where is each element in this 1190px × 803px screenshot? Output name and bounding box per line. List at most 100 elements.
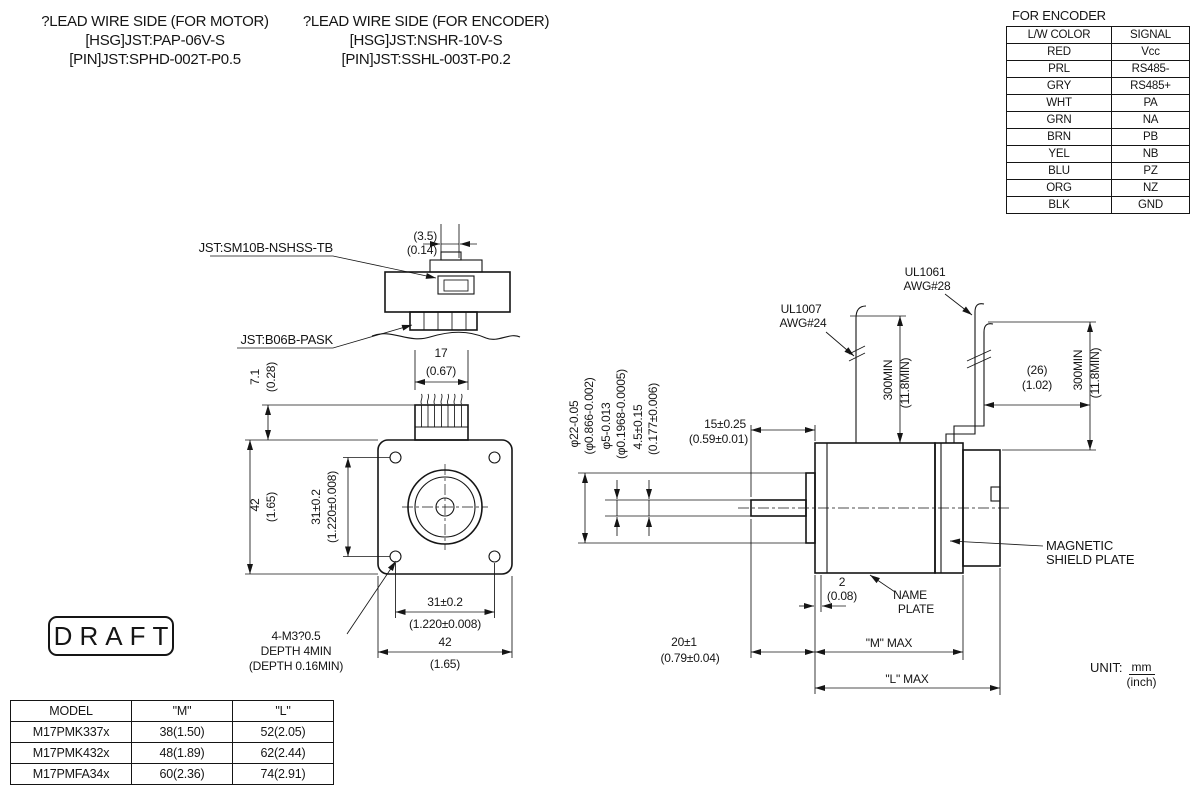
dim-15-mm-label: 15±0.25 (704, 417, 746, 431)
wire-color-cell: BRN (1006, 128, 1112, 146)
model-cell: M17PMK432x (10, 742, 132, 764)
model-cell: M17PMFA34x (10, 763, 132, 785)
wire-color-cell: PRL (1006, 60, 1112, 78)
unit-note: UNIT: mm (inch) (1090, 660, 1157, 689)
encoder-header-row: L/W COLOR SIGNAL (1006, 26, 1190, 44)
mounting-hole (488, 550, 501, 563)
dim-20-mm-label: 20±1 (671, 635, 697, 649)
model-header-row: MODEL "M" "L" (10, 700, 334, 722)
motor-lead-length-inch-label: (11.8MIN) (898, 357, 912, 408)
dim-7-1-mm-label: 7.1 (248, 368, 262, 385)
jst-b06b-label: JST:B06B-PASK (240, 332, 333, 347)
encoder-col-signal: SIGNAL (1110, 26, 1190, 44)
model-col-header: MODEL (10, 700, 132, 722)
tap-note-line3: (DEPTH 0.16MIN) (249, 659, 344, 673)
signal-cell: NA (1110, 111, 1190, 129)
mounting-hole (389, 550, 402, 563)
motor-lead-hsg: [HSG]JST:PAP-06V-S (85, 32, 225, 49)
signal-cell: Vcc (1110, 43, 1190, 61)
wire-color-cell: BLU (1006, 162, 1112, 180)
connector-inner (437, 275, 475, 295)
dim-31v-mm-label: 31±0.2 (309, 489, 323, 525)
dim-2-inch-label: (0.08) (827, 589, 857, 603)
motor-lead-pin: [PIN]JST:SPHD-002T-P0.5 (69, 51, 241, 68)
l-cell: 62(2.44) (232, 742, 334, 764)
ul1061-label: UL1061 (905, 265, 946, 279)
dim-4-5-mm-label: 4.5±0.15 (631, 404, 645, 450)
dim-3-5-inch-label: (0.14) (407, 243, 437, 257)
dim-42h-mm-label: 42 (439, 635, 452, 649)
wire-color-cell: BLK (1006, 196, 1112, 214)
dim-15-inch-label: (0.59±0.01) (689, 432, 748, 446)
encoder-lead-length-mm-label: 300MIN (1071, 350, 1085, 391)
encoder-lead-title: ?LEAD WIRE SIDE (FOR ENCODER) (302, 13, 550, 30)
unit-fraction: mm (inch) (1127, 660, 1157, 689)
dim-4-5-inch-label: (0.177±0.006) (646, 383, 660, 455)
connector-body-outline (384, 271, 511, 313)
dim-42v-mm-label: 42 (248, 498, 262, 511)
connector-tab (440, 251, 462, 261)
side-view: UL1007 AWG#24 UL1061 AWG#28 300MIN (11.8… (567, 265, 1135, 695)
encoder-table-title: FOR ENCODER (1012, 8, 1106, 23)
encoder-lead-pin: [PIN]JST:SSHL-003T-P0.2 (341, 51, 511, 68)
wire-color-cell: WHT (1006, 94, 1112, 112)
name-plate-label-1: NAME (893, 588, 927, 602)
dim-2-mm-label: 2 (839, 575, 846, 589)
dim-31h-mm-label: 31±0.2 (427, 595, 463, 609)
dim-20-inch-label: (0.79±0.04) (660, 651, 719, 665)
connector-dimension-lines (210, 224, 477, 349)
tap-note-line2: DEPTH 4MIN (261, 644, 332, 658)
encoder-lead-wire (945, 303, 985, 443)
encoder-lead-length-inch-label: (11.8MIN) (1088, 347, 1102, 398)
signal-cell: NB (1110, 145, 1190, 163)
encoder-col-color: L/W COLOR (1006, 26, 1112, 44)
m-cell: 60(2.36) (131, 763, 233, 785)
dim-phi5-inch-label: (φ0.1968-0.0005) (614, 369, 628, 459)
dim-31h-inch-label: (1.220±0.008) (409, 617, 481, 631)
dim-42v-inch-label: (1.65) (264, 492, 278, 522)
signal-cell: GND (1110, 196, 1190, 214)
dim-17-mm-label: 17 (435, 346, 448, 360)
m-cell: 38(1.50) (131, 721, 233, 743)
tap-note-line1: 4-M3?0.5 (271, 629, 321, 643)
encoder-lead-hsg: [HSG]JST:NSHR-10V-S (349, 32, 503, 49)
shield-plate-label-2: SHIELD PLATE (1046, 552, 1135, 567)
encoder-lead-wire (953, 323, 994, 443)
shield-plate-label-1: MAGNETIC (1046, 538, 1113, 553)
signal-cell: PA (1110, 94, 1190, 112)
m-cell: 48(1.89) (131, 742, 233, 764)
mounting-hole (389, 451, 402, 464)
dim-3-5-mm-label: (3.5) (413, 229, 437, 243)
motor-lead-wire (855, 305, 867, 443)
unit-mm: mm (1128, 660, 1155, 675)
b06b-connector (409, 311, 478, 331)
jst-sm10b-label: JST:SM10B-NSHSS-TB (199, 240, 333, 255)
dim-31v-inch-label: (1.220±0.008) (325, 471, 339, 543)
awg28-label: AWG#28 (903, 279, 951, 293)
pilot-step-circle (414, 476, 476, 538)
motor-lead-wire-note: ?LEAD WIRE SIDE (FOR MOTOR) [HSG]JST:PAP… (24, 12, 286, 69)
draft-stamp: DRAFT (48, 616, 174, 656)
signal-cell: NZ (1110, 179, 1190, 197)
awg24-label: AWG#24 (779, 316, 827, 330)
dim-phi5-mm-label: φ5-0.013 (599, 402, 613, 449)
side-dimension-lines (578, 293, 1096, 695)
signal-cell: RS485+ (1110, 77, 1190, 95)
wire-color-cell: RED (1006, 43, 1112, 61)
